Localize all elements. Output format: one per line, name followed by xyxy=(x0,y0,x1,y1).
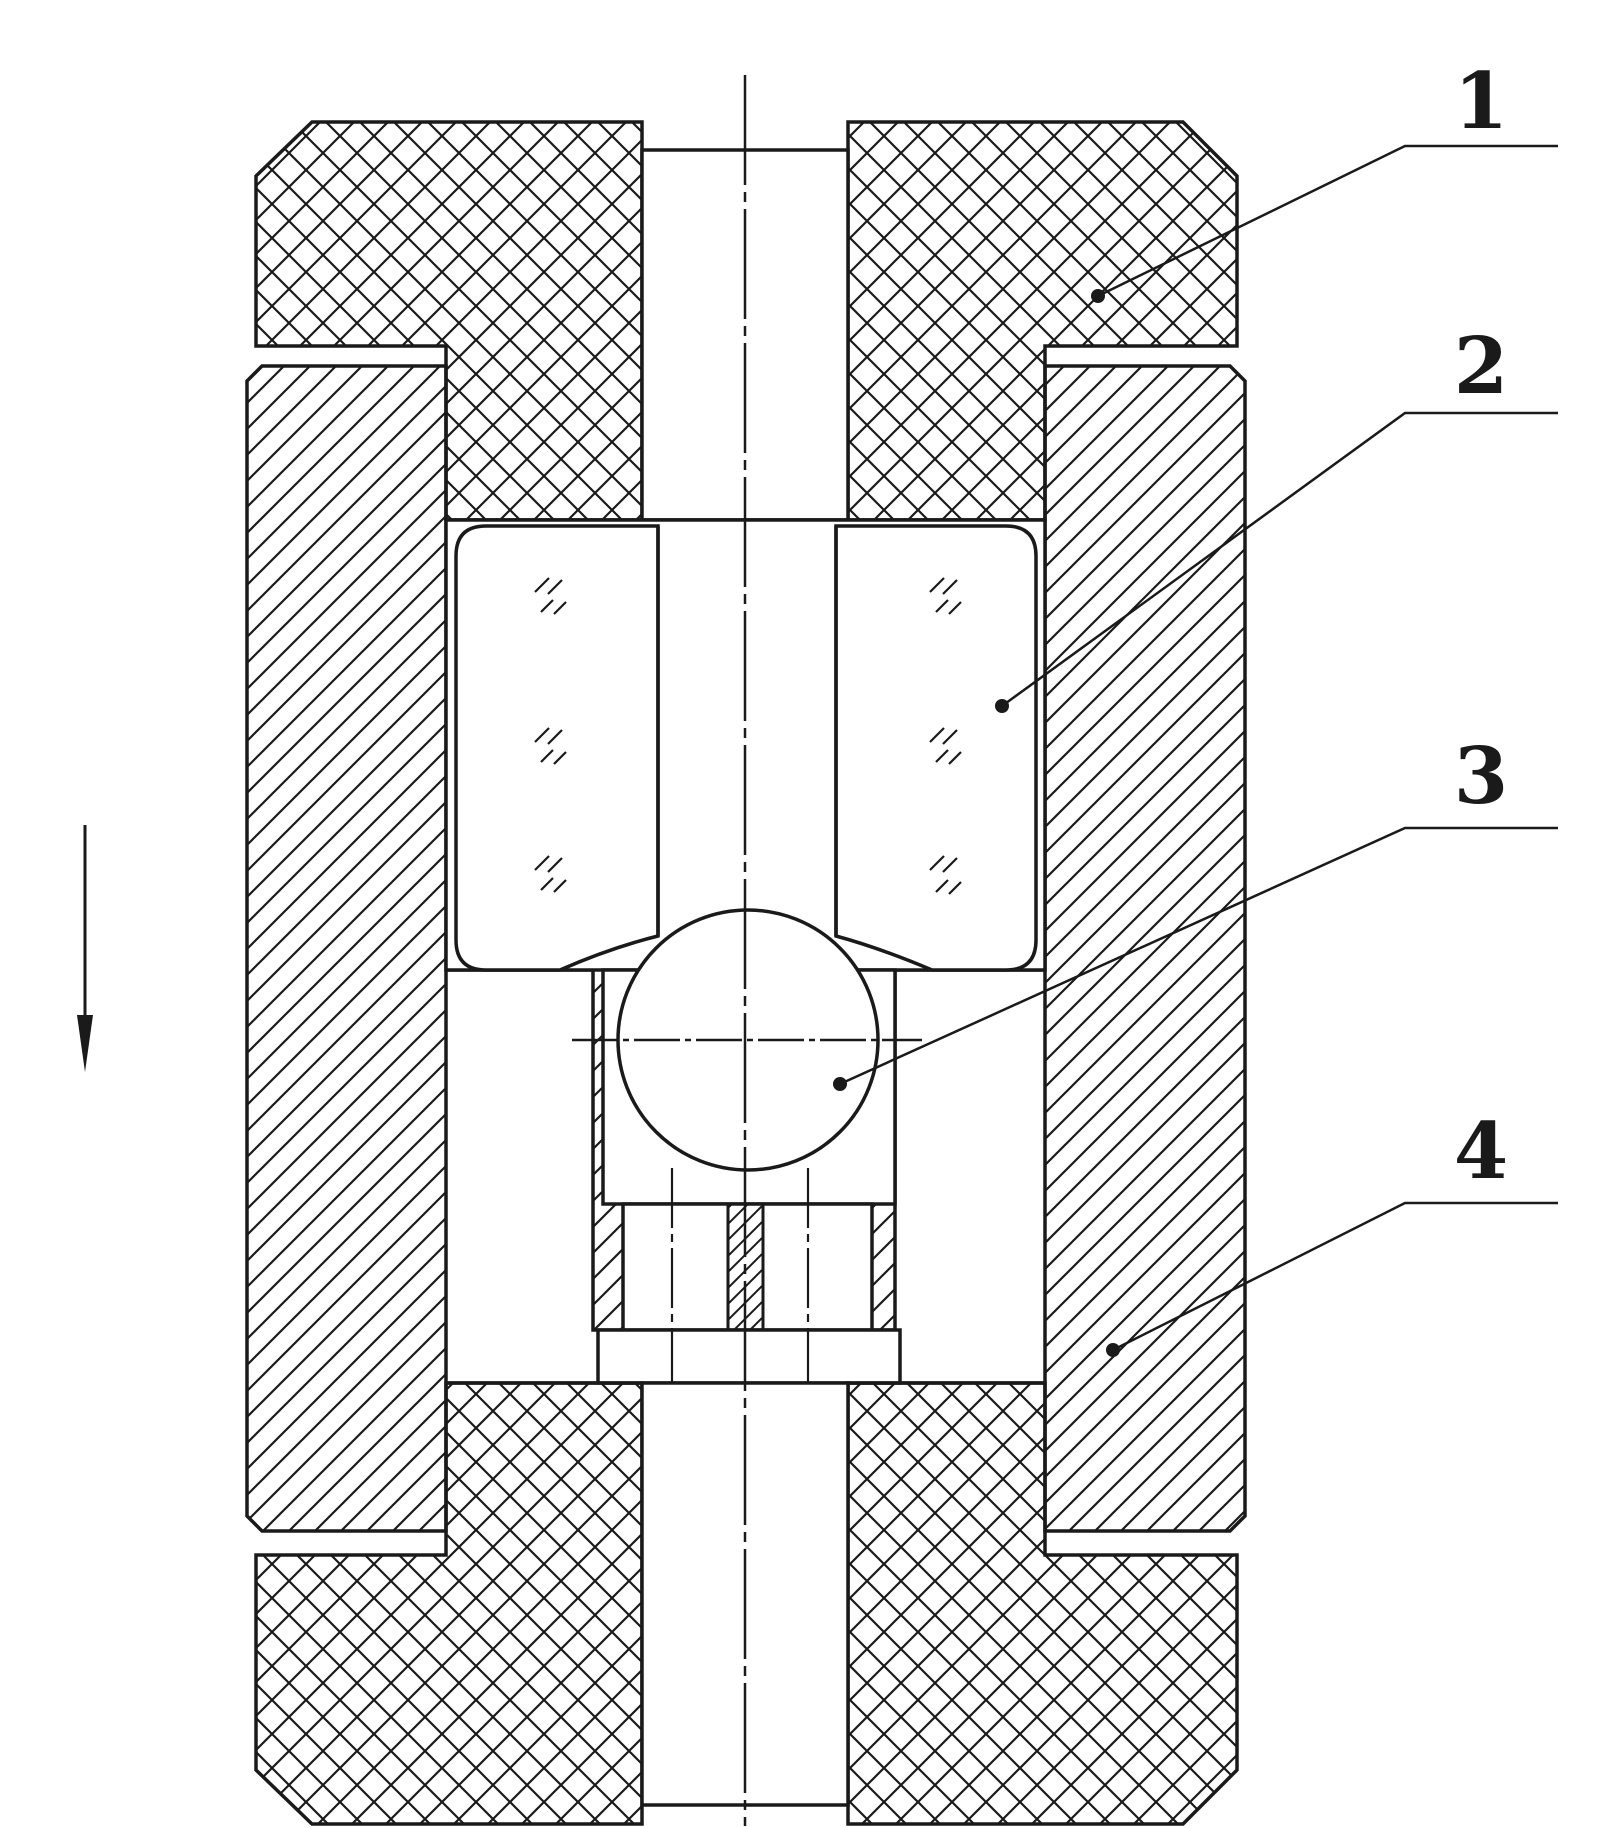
bottom-cap-right-half xyxy=(846,1381,1239,1826)
leader-lines xyxy=(839,144,1558,1352)
part-label-4: 4 xyxy=(1454,1106,1508,1197)
arrow-down-icon xyxy=(77,825,93,1072)
glass-marks xyxy=(534,577,962,895)
leader-part-1 xyxy=(1097,144,1558,298)
lower-collar xyxy=(596,1328,902,1385)
part-label-2: 2 xyxy=(1454,321,1508,412)
leader-dots xyxy=(833,289,1120,1357)
part-label-3: 3 xyxy=(1454,731,1508,822)
insert-block-part-2 xyxy=(454,524,1038,972)
leader-part-2 xyxy=(1001,411,1558,708)
leader-part-3 xyxy=(839,826,1558,1086)
leader-part-4 xyxy=(1112,1201,1558,1352)
part-label-1: 1 xyxy=(1454,56,1508,147)
insert-block-right xyxy=(834,524,1038,972)
insert-block-left xyxy=(454,524,660,972)
